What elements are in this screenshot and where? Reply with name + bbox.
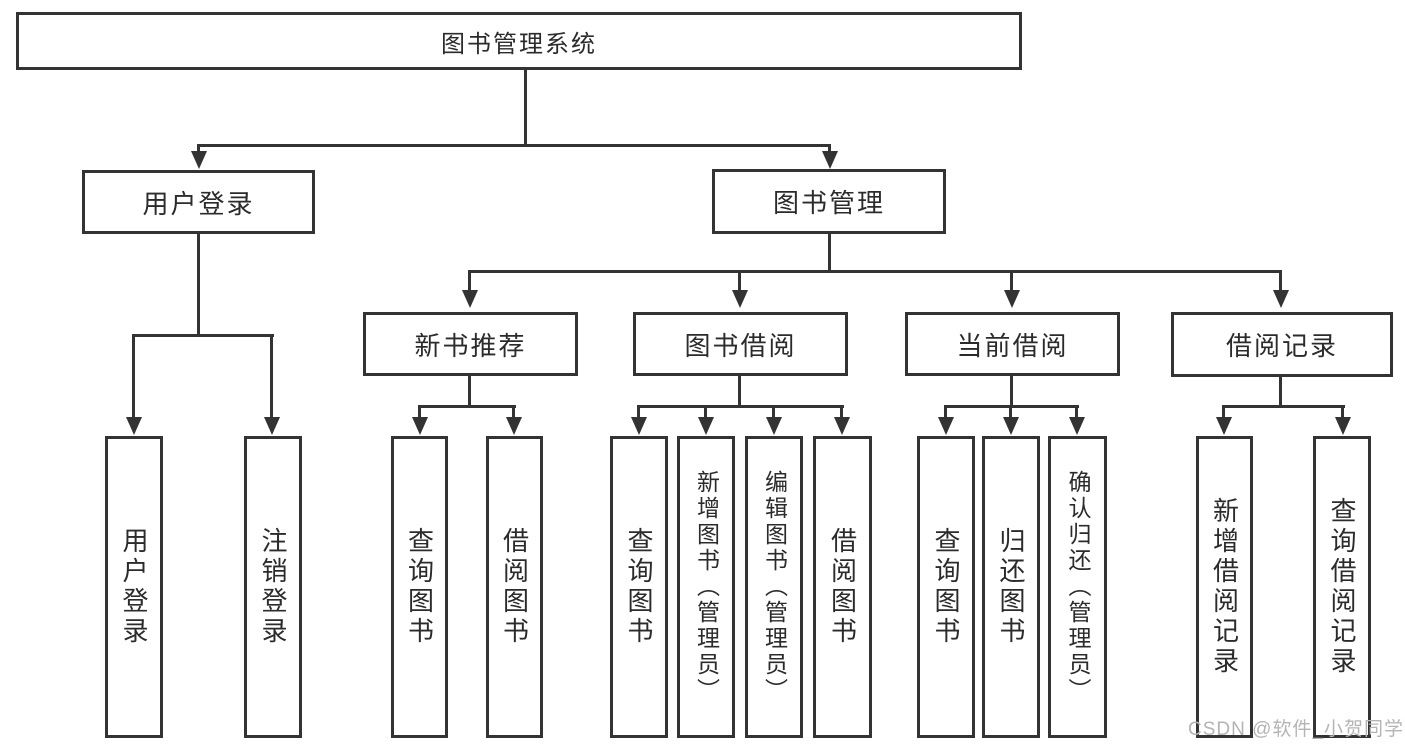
node-label: 借阅记录: [1225, 331, 1338, 361]
node-root: 图书管理系统: [16, 12, 1022, 70]
connector-vline: [828, 144, 831, 156]
leaf-logout: 注销登录: [244, 436, 302, 738]
connector-arrowhead: [1003, 417, 1019, 435]
connector-hline: [1222, 405, 1345, 408]
connector-vline: [1009, 405, 1012, 421]
connector-vline: [840, 405, 843, 421]
leaf-borrow-add-book: 新增图书（管理员）: [677, 436, 735, 738]
node-label: 当前借阅: [956, 330, 1069, 361]
node-label: 查询借阅记录: [1327, 497, 1357, 677]
connector-vline: [418, 405, 421, 421]
node-book-borrow: 图书借阅: [633, 312, 848, 376]
leaf-borrow-query-book: 查询图书: [610, 436, 668, 738]
connector-vline: [1279, 377, 1282, 407]
connector-vline: [512, 405, 515, 421]
connector-arrowhead: [191, 151, 207, 169]
leaf-borrow-edit-book: 编辑图书（管理员）: [745, 436, 803, 738]
connector-vline: [197, 233, 200, 336]
leaf-user-login: 用户登录: [105, 436, 163, 738]
node-borrow-records: 借阅记录: [1171, 312, 1393, 377]
connector-arrowhead: [1004, 290, 1020, 308]
node-book-mgmt: 图书管理: [712, 169, 946, 234]
connector-vline: [468, 270, 471, 294]
node-label: 归还图书: [996, 527, 1026, 647]
connector-arrowhead: [1335, 417, 1351, 435]
watermark: CSDN @软件_小贺同学: [1188, 719, 1404, 740]
connector-vline: [132, 334, 135, 420]
leaf-rec-borrow-book: 借阅图书: [486, 436, 543, 738]
connector-vline: [772, 405, 775, 421]
node-label: 查询图书: [404, 527, 435, 647]
connector-hline: [132, 334, 274, 337]
connector-arrowhead: [264, 417, 280, 435]
node-label: 用户登录: [142, 188, 255, 219]
node-label: 借阅图书: [499, 527, 530, 647]
connector-hline: [468, 270, 1282, 273]
connector-arrowhead: [1273, 290, 1289, 308]
node-label: 新增图书（管理员）: [693, 470, 720, 704]
node-label: 借阅图书: [827, 527, 858, 647]
connector-arrowhead: [698, 417, 714, 435]
connector-arrowhead: [412, 417, 428, 435]
leaf-current-return-book: 归还图书: [982, 436, 1040, 738]
leaf-current-confirm-return: 确认归还（管理员）: [1048, 436, 1107, 738]
leaf-borrow-borrow-book: 借阅图书: [813, 436, 872, 738]
node-user-login: 用户登录: [82, 170, 315, 234]
connector-arrowhead: [834, 417, 850, 435]
node-label: 查询图书: [624, 527, 654, 647]
node-label: 查询图书: [931, 527, 961, 647]
node-label: 编辑图书（管理员）: [761, 470, 788, 704]
connector-hline: [418, 405, 516, 408]
connector-vline: [738, 270, 741, 294]
node-current-borrow: 当前借阅: [905, 312, 1120, 376]
connector-vline: [270, 334, 273, 420]
connector-arrowhead: [766, 417, 782, 435]
connector-vline: [524, 70, 527, 146]
connector-vline: [1010, 270, 1013, 294]
connector-vline: [828, 234, 831, 273]
connector-vline: [1075, 405, 1078, 421]
leaf-rec-query-book: 查询图书: [391, 436, 448, 738]
leaf-records-add-record: 新增借阅记录: [1196, 436, 1253, 738]
node-label: 图书借阅: [684, 330, 797, 361]
connector-vline: [944, 405, 947, 421]
connector-hline: [637, 405, 844, 408]
connector-arrowhead: [938, 417, 954, 435]
connector-arrowhead: [462, 290, 478, 308]
leaf-current-query-book: 查询图书: [917, 436, 975, 738]
connector-vline: [197, 144, 200, 156]
connector-arrowhead: [732, 290, 748, 308]
node-label: 确认归还（管理员）: [1065, 470, 1091, 704]
node-label: 图书管理系统: [441, 30, 597, 58]
connector-vline: [637, 405, 640, 421]
node-new-book-rec: 新书推荐: [363, 312, 578, 376]
connector-vline: [1222, 405, 1225, 421]
connector-arrowhead: [506, 417, 522, 435]
connector-vline: [1010, 376, 1013, 407]
node-label: 用户登录: [119, 527, 149, 647]
node-label: 图书管理: [772, 188, 885, 218]
connector-arrowhead: [126, 417, 142, 435]
connector-vline: [468, 376, 471, 407]
connector-arrowhead: [1216, 417, 1232, 435]
connector-vline: [738, 376, 741, 407]
connector-vline: [1341, 405, 1344, 421]
connector-vline: [704, 405, 707, 421]
node-label: 新书推荐: [414, 330, 527, 361]
leaf-records-query-record: 查询借阅记录: [1313, 436, 1371, 738]
connector-hline: [197, 144, 831, 147]
node-label: 新增借阅记录: [1209, 497, 1240, 677]
connector-arrowhead: [631, 417, 647, 435]
connector-arrowhead: [822, 151, 838, 169]
node-label: 注销登录: [258, 527, 288, 647]
connector-vline: [1279, 270, 1282, 294]
connector-arrowhead: [1069, 417, 1085, 435]
